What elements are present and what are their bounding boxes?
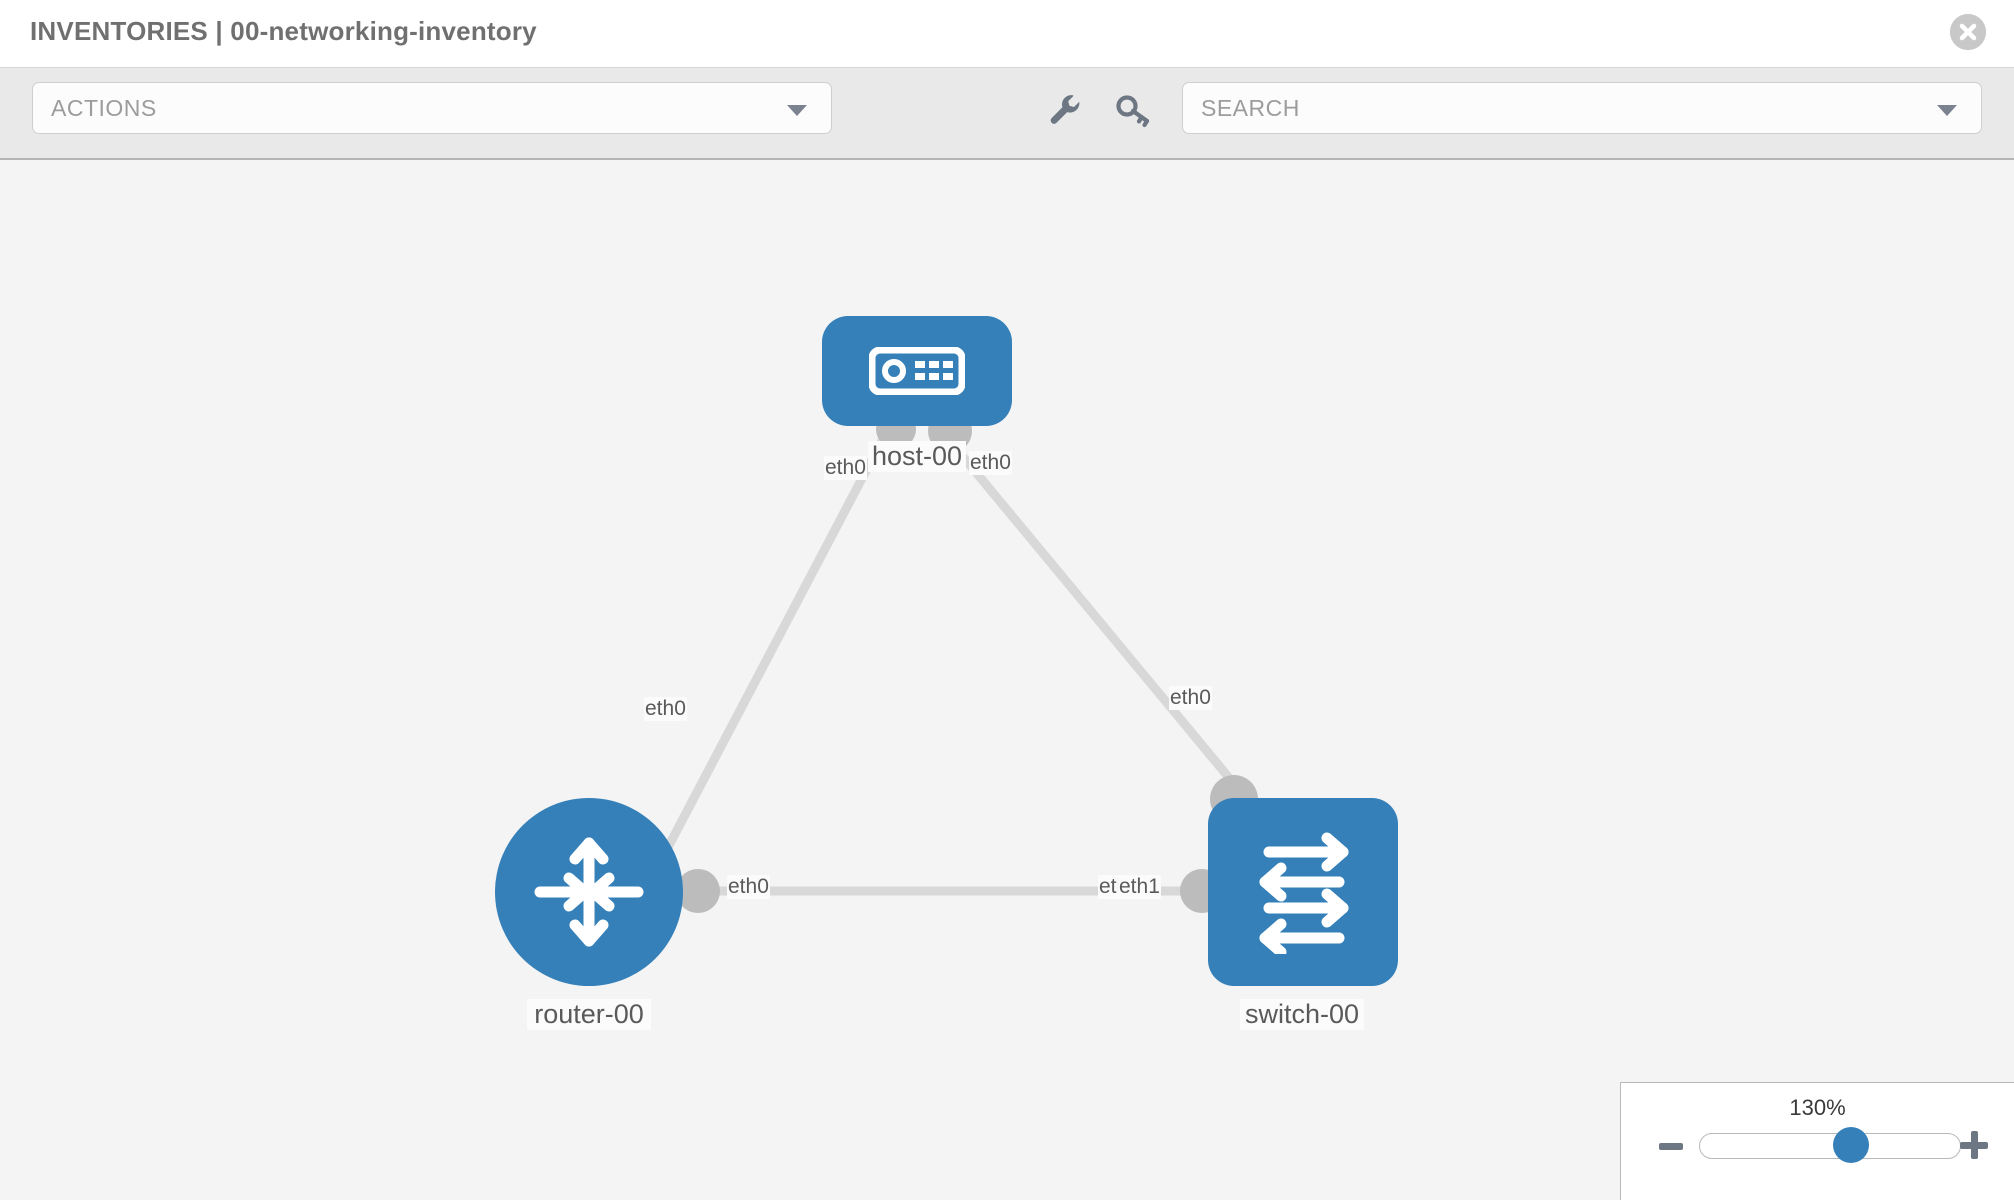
edge-label-router-right: eth0 <box>727 875 770 899</box>
link-host-router <box>640 424 893 896</box>
zoom-out-button[interactable] <box>1659 1143 1683 1150</box>
edge-label-host-right: eth0 <box>969 451 1012 475</box>
node-label-router-00: router-00 <box>527 999 651 1030</box>
zoom-level-value: 130% <box>1789 1095 1846 1120</box>
connector-router-right <box>676 869 720 913</box>
page-title: INVENTORIES | 00-networking-inventory <box>30 16 537 46</box>
edge-label-switch-left: eth1 <box>1118 875 1161 899</box>
node-router-00[interactable] <box>495 798 683 986</box>
wrench-icon[interactable] <box>1045 90 1085 130</box>
topology-canvas[interactable]: host-00 router <box>0 161 2014 1200</box>
close-icon[interactable] <box>1950 14 1986 50</box>
node-host-00[interactable] <box>822 316 1012 426</box>
node-label-host-00: host-00 <box>868 441 966 472</box>
search-placeholder: SEARCH <box>1201 95 1300 121</box>
node-label-switch-00: switch-00 <box>1240 999 1364 1030</box>
edge-label-switch-up: eth0 <box>1169 686 1212 710</box>
edge-label-router-up: eth0 <box>644 697 687 721</box>
page-header: INVENTORIES | 00-networking-inventory <box>0 0 2014 68</box>
link-host-switch <box>935 424 1245 796</box>
node-switch-00[interactable] <box>1208 798 1398 986</box>
chevron-down-icon <box>787 105 807 116</box>
actions-dropdown-label: ACTIONS <box>51 95 157 121</box>
router-arrows-icon <box>495 798 683 986</box>
zoom-in-button[interactable] <box>1960 1131 1988 1159</box>
server-icon <box>822 316 1012 426</box>
key-icon[interactable] <box>1113 90 1153 130</box>
zoom-slider-thumb[interactable] <box>1833 1127 1869 1163</box>
zoom-control-panel: 130% <box>1620 1082 2014 1200</box>
chevron-down-icon <box>1937 105 1957 116</box>
actions-dropdown[interactable]: ACTIONS <box>32 82 832 134</box>
edge-label-host-left: eth0 <box>824 456 867 480</box>
search-input[interactable]: SEARCH <box>1182 82 1982 134</box>
zoom-slider-track[interactable] <box>1699 1133 1961 1159</box>
switch-arrows-icon <box>1208 798 1398 986</box>
